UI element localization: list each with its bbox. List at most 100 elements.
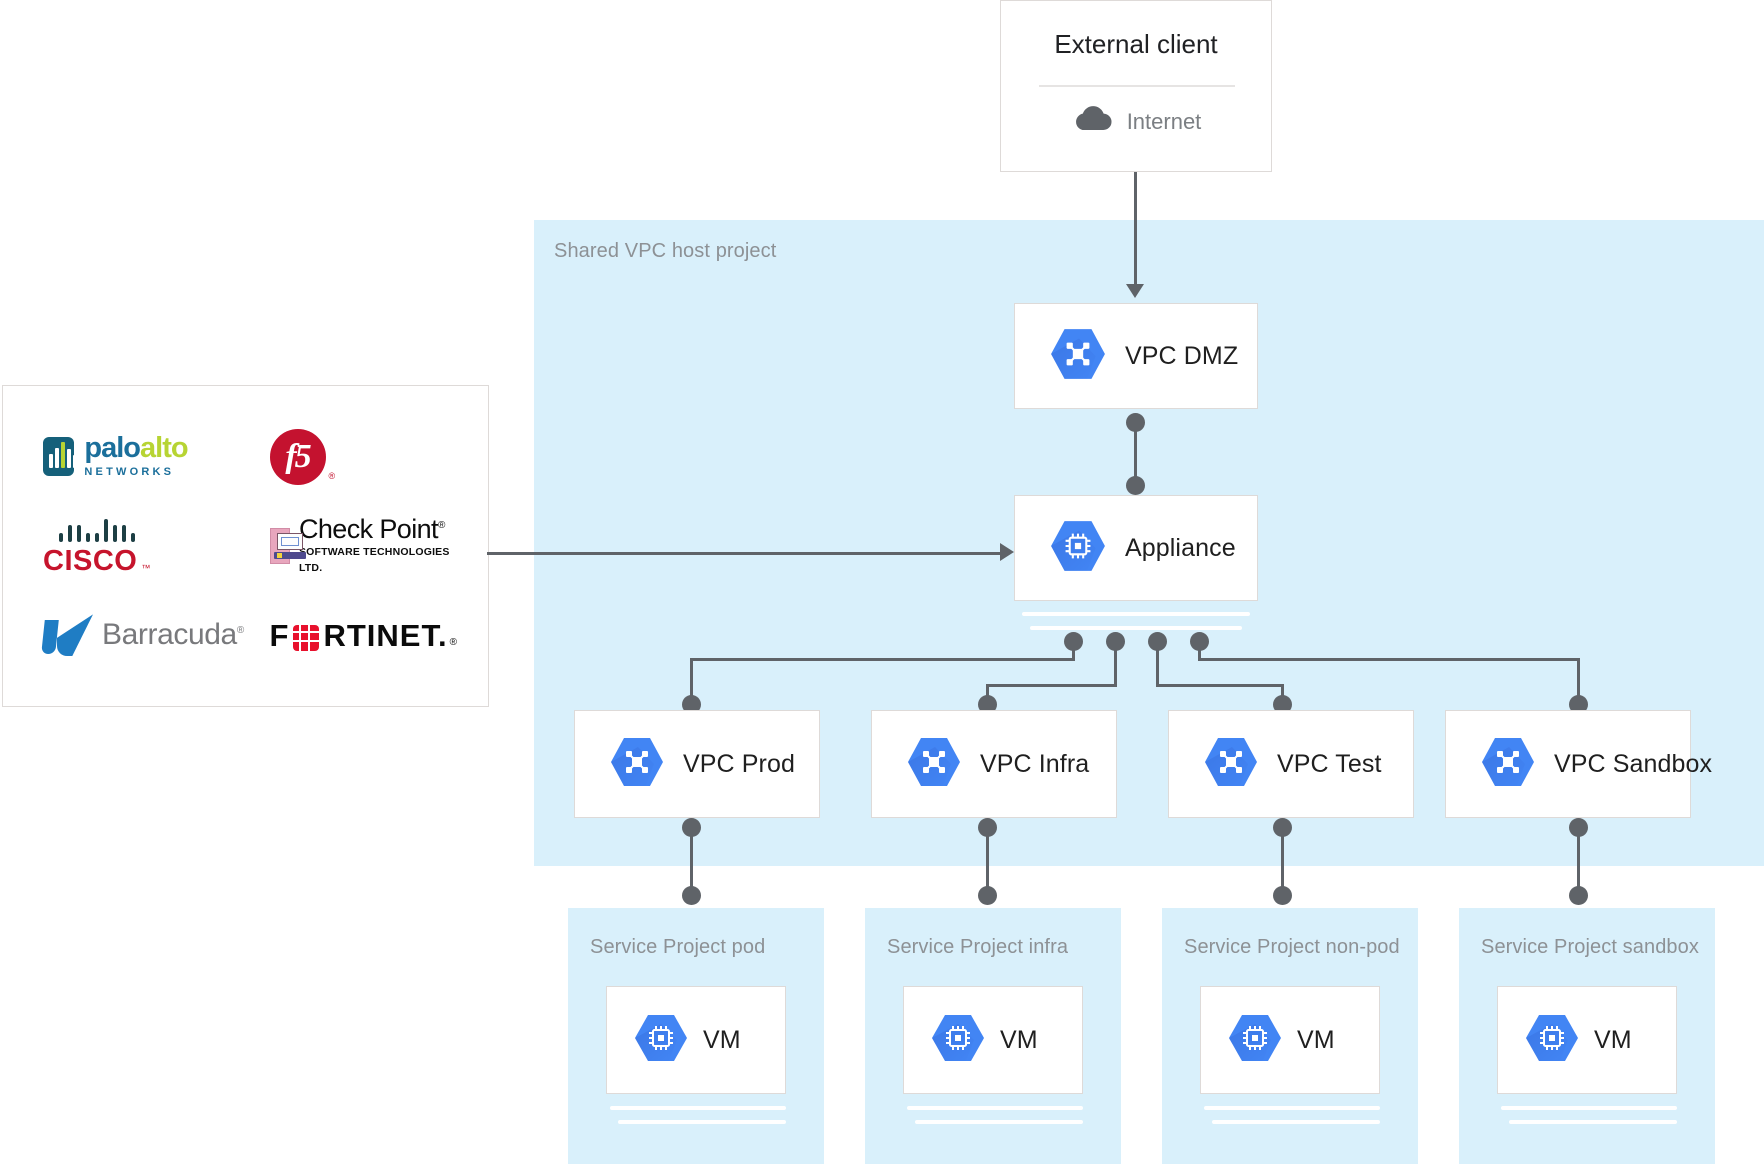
service-project-infra: Service Project infra VM xyxy=(865,908,1121,1164)
shared-vpc-panel-label: Shared VPC host project xyxy=(554,240,777,262)
decorative-line xyxy=(1501,1106,1677,1110)
registered-mark: ® xyxy=(328,470,336,481)
registered-mark: ® xyxy=(437,520,445,532)
vm-card[interactable]: VM xyxy=(1200,986,1380,1094)
decorative-line xyxy=(915,1120,1083,1124)
service-project-sandbox: Service Project sandbox VM xyxy=(1459,908,1715,1164)
vpc-infra-node[interactable]: VPC Infra xyxy=(871,710,1117,818)
palo-alto-word2: alto xyxy=(140,432,189,465)
check-point-subtitle: SOFTWARE TECHNOLOGIES LTD. xyxy=(298,546,450,575)
decorative-line xyxy=(1509,1120,1677,1124)
trademark-mark: ™ xyxy=(141,562,151,573)
decorative-line xyxy=(618,1120,786,1124)
vendor-logo-f5: f5 ® xyxy=(246,412,459,501)
external-client-title: External client xyxy=(1054,29,1218,59)
connector-appliance-to-vpc-sandbox xyxy=(1198,658,1580,661)
vendor-logo-fortinet: F RTINET. ® xyxy=(246,591,459,680)
vendor-logo-check-point: Check Point® SOFTWARE TECHNOLOGIES LTD. xyxy=(246,501,459,590)
connector-vendors-to-appliance xyxy=(487,552,1007,555)
vm-card[interactable]: VM xyxy=(606,986,786,1094)
cloud-icon xyxy=(1071,105,1113,138)
connector-vpc-test-to-service-project-non-pod xyxy=(1281,826,1284,890)
vpc-network-icon xyxy=(1480,734,1536,795)
check-point-computer-icon xyxy=(269,527,306,564)
barracuda-fin-icon xyxy=(41,614,93,657)
vpc-label: VPC Prod xyxy=(683,749,795,778)
connector-appliance-to-vpc-prod xyxy=(1072,641,1075,661)
barracuda-wordmark: Barracuda xyxy=(102,618,237,652)
service-project-pod: Service Project pod VM xyxy=(568,908,824,1164)
compute-vm-icon xyxy=(930,1010,986,1071)
fortinet-period: . xyxy=(437,617,448,653)
fortinet-grid-o-icon xyxy=(293,624,320,651)
connector-dot xyxy=(1126,476,1145,495)
internet-connection-row: Internet xyxy=(1001,105,1271,138)
vendor-logo-grid: paloalto NETWORKS f5 ® xyxy=(3,386,488,706)
vpc-label: VPC Test xyxy=(1277,749,1382,778)
vendor-logos-panel: paloalto NETWORKS f5 ® xyxy=(2,385,489,707)
connector-dot xyxy=(682,695,701,714)
arrowhead-icon xyxy=(1126,284,1144,298)
vm-label: VM xyxy=(1000,1025,1038,1054)
external-client-card: External client Internet xyxy=(1000,0,1272,172)
cisco-bridge-icon xyxy=(58,516,135,542)
fortinet-wordmark-pre: F xyxy=(269,617,290,653)
decorative-line xyxy=(1022,612,1250,616)
vpc-test-node[interactable]: VPC Test xyxy=(1168,710,1414,818)
service-project-label: Service Project sandbox xyxy=(1481,936,1699,958)
vendor-logo-palo-alto-networks: paloalto NETWORKS xyxy=(33,412,246,501)
connector-dmz-to-appliance xyxy=(1134,420,1137,482)
vpc-prod-node[interactable]: VPC Prod xyxy=(574,710,820,818)
compute-vm-icon xyxy=(633,1010,689,1071)
registered-mark: ® xyxy=(449,636,457,648)
vpc-dmz-label: VPC DMZ xyxy=(1125,341,1239,370)
connector-appliance-to-vpc-prod xyxy=(690,658,693,711)
connector-dot xyxy=(1569,886,1588,905)
vm-card[interactable]: VM xyxy=(903,986,1083,1094)
fortinet-wordmark-post: RTINET xyxy=(323,617,438,653)
vendor-logo-barracuda: Barracuda® xyxy=(33,591,246,680)
connector-vpc-sandbox-to-service-project-sandbox xyxy=(1577,826,1580,890)
decorative-line xyxy=(1204,1106,1380,1110)
check-point-wordmark: Check Point xyxy=(298,514,439,545)
service-project-non-pod: Service Project non-pod VM xyxy=(1162,908,1418,1164)
connector-internet-to-vpc-dmz xyxy=(1134,172,1137,286)
vpc-dmz-node[interactable]: VPC DMZ xyxy=(1014,303,1258,409)
connector-appliance-to-vpc-sandbox xyxy=(1577,658,1580,711)
palo-alto-word1: palo xyxy=(84,432,141,465)
service-project-label: Service Project pod xyxy=(590,936,766,958)
vpc-network-icon xyxy=(1049,325,1107,388)
connector-dot xyxy=(978,886,997,905)
appliance-node[interactable]: Appliance xyxy=(1014,495,1258,601)
service-project-label: Service Project non-pod xyxy=(1184,936,1400,958)
decorative-line xyxy=(610,1106,786,1110)
connector-vpc-infra-to-service-project-infra xyxy=(986,826,989,890)
vendor-logo-cisco: CISCO ™ xyxy=(33,501,246,590)
palo-alto-mark-icon xyxy=(43,437,75,477)
connector-dot xyxy=(1273,886,1292,905)
appliance-chip-icon xyxy=(1049,517,1107,580)
vpc-sandbox-node[interactable]: VPC Sandbox xyxy=(1445,710,1712,818)
connector-vpc-prod-to-service-project-pod xyxy=(690,826,693,890)
vpc-network-icon xyxy=(609,734,665,795)
decorative-line xyxy=(1030,626,1242,630)
appliance-label: Appliance xyxy=(1125,533,1236,562)
connector-appliance-to-vpc-prod xyxy=(690,658,1075,661)
connector-dot xyxy=(682,886,701,905)
connector-appliance-to-vpc-infra xyxy=(986,684,1117,687)
compute-vm-icon xyxy=(1524,1010,1580,1071)
vm-label: VM xyxy=(1594,1025,1632,1054)
connector-appliance-to-vpc-test xyxy=(1156,684,1284,687)
arrowhead-icon xyxy=(1000,543,1014,561)
vm-card[interactable]: VM xyxy=(1497,986,1677,1094)
palo-alto-subtitle: NETWORKS xyxy=(84,466,175,479)
connector-dot xyxy=(1273,695,1292,714)
connector-dot xyxy=(1569,695,1588,714)
decorative-line xyxy=(1212,1120,1380,1124)
vm-label: VM xyxy=(703,1025,741,1054)
registered-mark: ® xyxy=(236,625,244,637)
connector-appliance-to-vpc-test xyxy=(1156,641,1159,687)
vpc-network-icon xyxy=(906,734,962,795)
vpc-label: VPC Infra xyxy=(980,749,1090,778)
